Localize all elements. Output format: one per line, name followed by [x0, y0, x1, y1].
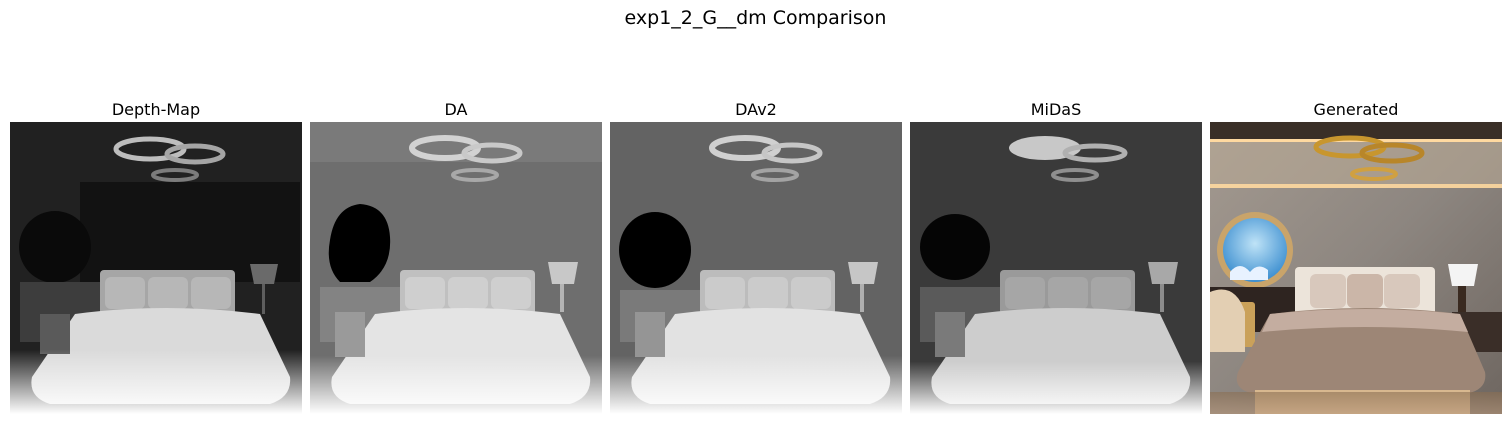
midas-depth-image [910, 122, 1202, 414]
depth-map-image [10, 122, 302, 414]
panel-da: DA [310, 98, 602, 414]
panel-depth-map: Depth-Map [10, 98, 302, 414]
figure-title: exp1_2_G__dm Comparison [624, 7, 887, 29]
panel-title: Generated [1313, 100, 1399, 119]
generated-image [1210, 122, 1502, 414]
panel-title: MiDaS [1030, 100, 1082, 119]
panel-title: DAv2 [735, 100, 777, 119]
panel-midas: MiDaS [910, 98, 1202, 414]
panel-title: DA [444, 100, 468, 119]
dav2-depth-image [610, 122, 902, 414]
panel-dav2: DAv2 [610, 98, 902, 414]
da-depth-image [310, 122, 602, 414]
panel-generated: Generated [1210, 98, 1502, 414]
panel-title: Depth-Map [111, 100, 201, 119]
